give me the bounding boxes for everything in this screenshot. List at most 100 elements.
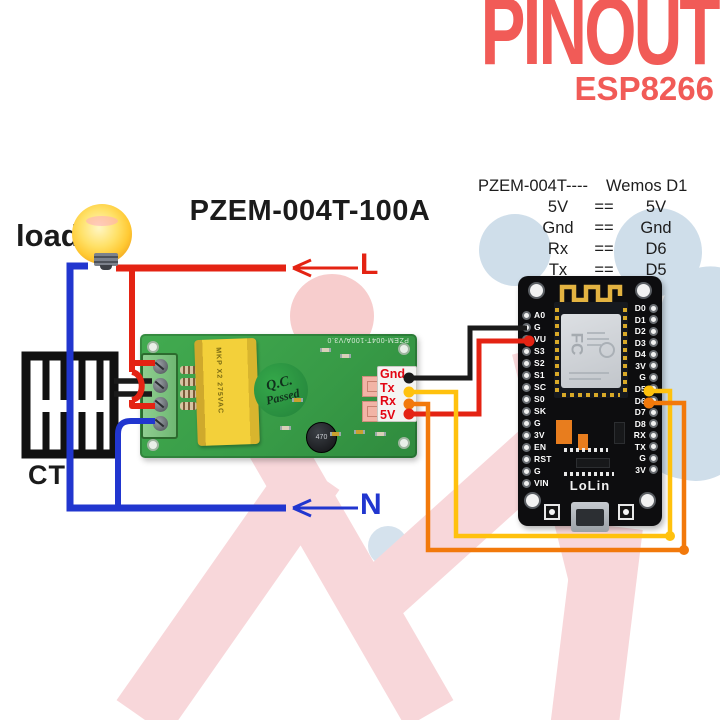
flash-button[interactable]	[618, 504, 634, 520]
pin-right-g: G	[639, 372, 658, 382]
smd-component	[330, 432, 341, 436]
pin-label: G	[534, 322, 541, 332]
pin-right-3v: 3V	[635, 361, 658, 371]
pin-hole	[522, 322, 531, 332]
pin-label: S1	[534, 370, 545, 380]
pin-label: D0	[634, 303, 646, 313]
pin-hole	[649, 372, 658, 382]
pinmap-cell: Gnd	[640, 219, 672, 237]
page-title: PINOUT	[480, 0, 720, 85]
pinmap-cell: D6	[645, 240, 667, 258]
decor-blue-head-left	[479, 214, 551, 286]
smd-component	[320, 348, 331, 352]
pinmap-cell: ==	[594, 198, 614, 216]
terminal-screw-3	[153, 397, 168, 412]
pin-left-g: G	[522, 418, 552, 428]
esp8266-module: FC	[554, 302, 628, 398]
resistor	[180, 402, 197, 410]
pin-right-d2: D2	[635, 326, 658, 336]
serial-pin-label-rx: Rx	[380, 394, 396, 408]
ic-chip	[614, 422, 625, 444]
pin-label: D1	[634, 314, 646, 325]
pin-right-d1: D1	[635, 315, 658, 325]
module-pads	[555, 308, 559, 392]
pin-label: D8	[634, 418, 646, 429]
pin-hole	[649, 430, 658, 440]
pinmap-row: Tx == D5	[478, 260, 716, 281]
pin-hole	[522, 394, 531, 404]
reset-button[interactable]	[544, 504, 560, 520]
module-pads	[562, 393, 620, 397]
pcb-mount-hole	[398, 437, 410, 449]
ct-label: CT	[28, 460, 66, 490]
pin-label: 3V	[534, 430, 545, 440]
pinmap-cell: D5	[645, 261, 667, 279]
pin-hole	[649, 315, 658, 325]
pin-right-d7: D7	[635, 407, 658, 417]
pin-label: S2	[534, 358, 545, 368]
pin-left-s0: S0	[522, 394, 552, 404]
pin-label: S0	[534, 394, 545, 404]
pin-label: D4	[634, 349, 646, 360]
rf-shield: FC	[561, 314, 621, 388]
module-pads	[623, 308, 627, 392]
smd-component	[354, 430, 365, 434]
module-title: PZEM-004T-100A	[189, 195, 431, 227]
pin-label: S3	[534, 346, 545, 356]
pin-hole	[649, 361, 658, 371]
pin-hole	[649, 349, 658, 359]
page-subtitle: ESP8266	[574, 70, 714, 107]
electrolytic-capacitor: 470	[306, 422, 337, 453]
pcb-edge-text: PZEM-004T-100A/V3.0	[327, 336, 409, 343]
pin-hole	[522, 430, 531, 440]
board-brand: LoLin	[569, 478, 611, 493]
resistor	[180, 378, 197, 386]
pin-right-rx: RX	[634, 430, 658, 440]
pin-right-g: G	[639, 453, 658, 463]
pin-label: G	[534, 466, 541, 476]
pcb-mount-hole	[524, 492, 541, 509]
pin-label: D2	[634, 326, 646, 337]
pin-label: A0	[534, 310, 546, 320]
pin-right-3v: 3V	[635, 465, 658, 475]
pinmap-left-header: PZEM-004T----	[478, 177, 589, 195]
micro-usb-port[interactable]	[571, 502, 609, 532]
smd-component	[340, 354, 351, 358]
pinmap-cell: ==	[594, 240, 614, 258]
pcb-mount-hole	[398, 343, 410, 355]
pin-label: D5	[634, 383, 646, 394]
pin-label: SK	[534, 406, 547, 416]
pcb-mount-hole	[147, 439, 159, 451]
terminal-screw-4	[153, 416, 168, 431]
pin-label: 3V	[635, 360, 646, 371]
pinmap-cell: ==	[594, 261, 614, 279]
pin-label: G	[639, 453, 646, 464]
pin-hole	[522, 406, 531, 416]
pin-hole	[522, 370, 531, 380]
neutral-line-label: N	[360, 488, 382, 521]
wifi-antenna-icon	[559, 284, 623, 308]
pin-hole	[649, 465, 658, 475]
pinmap-cell: Tx	[548, 261, 568, 279]
pinmap-cell: 5V	[547, 198, 569, 216]
smd-component	[556, 420, 572, 444]
pin-label: D7	[634, 407, 646, 418]
pin-hole	[522, 454, 531, 464]
pin-label: G	[639, 372, 646, 383]
pin-label: VU	[534, 334, 547, 344]
pcb-mount-hole	[147, 341, 159, 353]
pin-label: D3	[634, 337, 646, 348]
pin-left-vu: VU	[522, 334, 552, 344]
pcb-mount-hole	[528, 282, 545, 299]
pin-left-a0: A0	[522, 310, 552, 320]
pin-hole	[649, 326, 658, 336]
decor-blue-head-right	[614, 208, 702, 296]
pin-right-d0: D0	[635, 303, 658, 313]
pinmap-cell: Gnd	[542, 219, 574, 237]
pin-left-sc: SC	[522, 382, 552, 392]
serial-pin-label-gnd: Gnd	[380, 367, 405, 381]
